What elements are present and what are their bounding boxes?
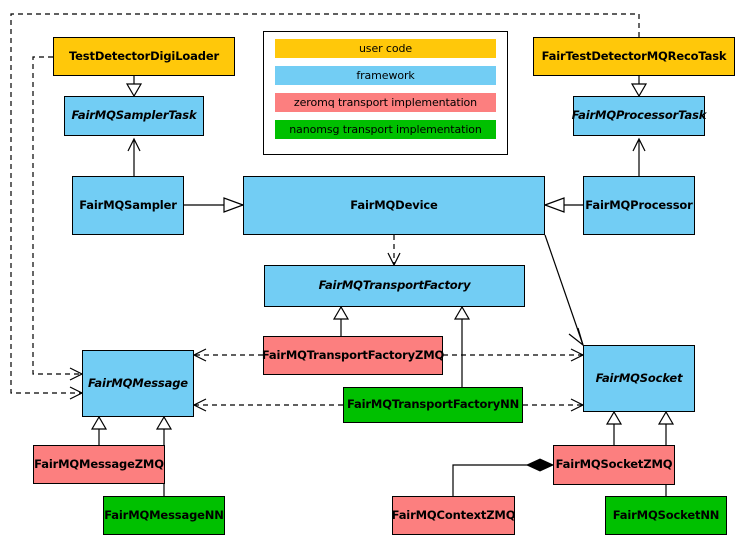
edge-device-socket <box>544 234 584 346</box>
node-fairmq-socket-zmq[interactable]: FairMQSocketZMQ <box>553 445 675 485</box>
generalization-arrowhead <box>125 83 143 98</box>
legend-item-framework: framework <box>275 66 496 85</box>
generalization-arrowhead <box>453 305 471 320</box>
node-fairmq-transport-factory[interactable]: FairMQTransportFactory <box>264 265 525 307</box>
open-arrowhead <box>632 137 646 152</box>
node-fairmq-transport-factory-zmq[interactable]: FairMQTransportFactoryZMQ <box>262 336 444 375</box>
legend: user code framework zeromq transport imp… <box>263 31 508 155</box>
generalization-arrowhead <box>605 410 623 425</box>
node-fair-test-detector-mq-reco-task[interactable]: FairTestDetectorMQRecoTask <box>533 37 735 76</box>
node-fairmq-message-zmq[interactable]: FairMQMessageZMQ <box>33 445 165 484</box>
open-arrowhead <box>192 398 207 412</box>
edge-socketzmq-contextzmq <box>452 464 540 496</box>
open-arrowhead <box>570 348 585 362</box>
open-arrowhead <box>69 386 84 400</box>
node-fairmq-device[interactable]: FairMQDevice <box>243 176 545 235</box>
legend-item-user-code: user code <box>275 39 496 58</box>
open-arrowhead <box>192 348 207 362</box>
node-fairmq-sampler[interactable]: FairMQSampler <box>72 176 184 235</box>
node-fairmq-processor-task[interactable]: FairMQProcessorTask <box>572 96 706 136</box>
node-fairmq-context-zmq[interactable]: FairMQContextZMQ <box>392 496 515 535</box>
node-fairmq-transport-factory-nn[interactable]: FairMQTransportFactoryNN <box>343 387 523 423</box>
generalization-arrowhead <box>657 410 675 425</box>
composition-diamond <box>525 458 555 472</box>
generalization-arrowhead <box>332 305 350 320</box>
open-arrowhead <box>387 252 401 267</box>
generalization-arrowhead <box>90 415 108 430</box>
generalization-arrowhead <box>543 197 565 213</box>
open-arrowhead <box>568 327 585 347</box>
node-fairmq-socket[interactable]: FairMQSocket <box>583 345 695 412</box>
legend-item-zeromq: zeromq transport implementation <box>275 93 496 112</box>
open-arrowhead <box>69 367 84 381</box>
open-arrowhead <box>127 137 141 152</box>
generalization-arrowhead <box>155 415 173 430</box>
generalization-arrowhead <box>630 83 648 98</box>
legend-item-nanomsg: nanomsg transport implementation <box>275 120 496 139</box>
node-fairmq-processor[interactable]: FairMQProcessor <box>583 176 695 235</box>
open-arrowhead <box>570 398 585 412</box>
node-fairmq-message[interactable]: FairMQMessage <box>82 350 194 417</box>
node-fairmq-sampler-task[interactable]: FairMQSamplerTask <box>64 96 204 136</box>
node-fairmq-socket-nn[interactable]: FairMQSocketNN <box>605 496 727 535</box>
node-test-detector-digi-loader[interactable]: TestDetectorDigiLoader <box>53 37 235 76</box>
generalization-arrowhead <box>223 197 245 213</box>
node-fairmq-message-nn[interactable]: FairMQMessageNN <box>103 496 225 535</box>
